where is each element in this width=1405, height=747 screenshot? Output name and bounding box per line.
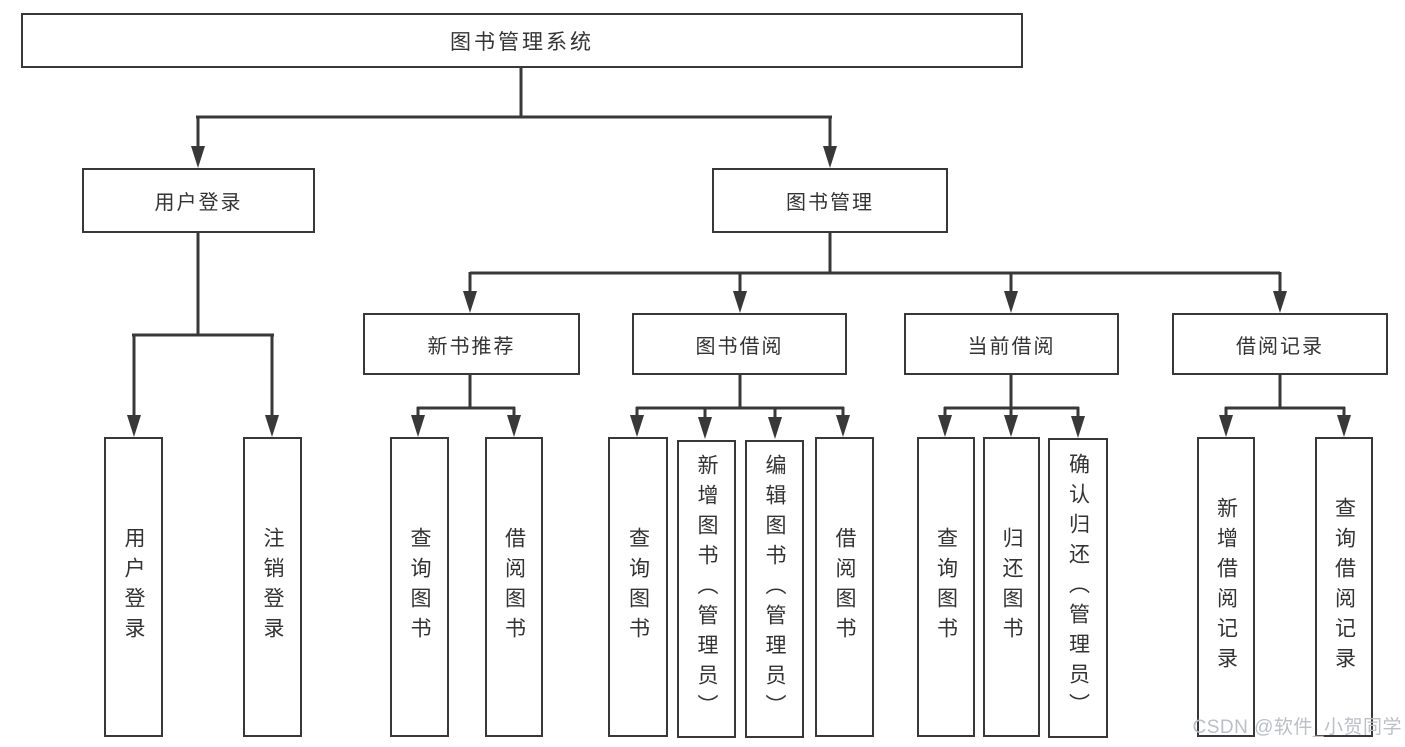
node-current-borrow: 当前借阅 bbox=[904, 313, 1119, 375]
node-label: 图书管理 bbox=[786, 192, 874, 214]
connector-root bbox=[191, 68, 837, 168]
leaf-add-books-admin: 新增图书（管理员） bbox=[677, 440, 736, 738]
node-book-manage: 图书管理 bbox=[712, 168, 948, 233]
leaf-label: 借阅图书 bbox=[833, 527, 856, 647]
node-user-login: 用户登录 bbox=[82, 168, 315, 233]
leaf-label: 注销登录 bbox=[261, 527, 284, 647]
node-label: 当前借阅 bbox=[967, 335, 1056, 358]
csdn-watermark: CSDN @软件_小贺同学 bbox=[1192, 717, 1402, 738]
connector-current bbox=[938, 375, 1085, 438]
leaf-query-books-recommend: 查询图书 bbox=[390, 437, 449, 737]
leaf-edit-books-admin: 编辑图书（管理员） bbox=[745, 440, 804, 738]
node-label: 新书推荐 bbox=[427, 335, 516, 358]
leaf-borrow-books-recommend: 借阅图书 bbox=[485, 437, 543, 737]
connector-borrow bbox=[630, 375, 850, 439]
leaf-user-login: 用户登录 bbox=[104, 437, 163, 737]
leaf-label: 编辑图书（管理员） bbox=[763, 454, 786, 724]
connector-login bbox=[127, 233, 279, 437]
connector-manage bbox=[463, 233, 1287, 313]
leaf-label: 查询图书 bbox=[408, 527, 431, 647]
leaf-label: 查询图书 bbox=[934, 527, 958, 647]
leaf-label: 确认归还（管理员） bbox=[1066, 453, 1090, 723]
node-root-system: 图书管理系统 bbox=[21, 13, 1023, 68]
leaf-label: 新增借阅记录 bbox=[1214, 497, 1238, 677]
node-root-label: 图书管理系统 bbox=[450, 30, 594, 54]
node-label: 借阅记录 bbox=[1236, 335, 1324, 358]
leaf-label: 归还图书 bbox=[1000, 527, 1023, 647]
leaf-query-books-current: 查询图书 bbox=[917, 437, 975, 737]
leaf-confirm-return-admin: 确认归还（管理员） bbox=[1048, 438, 1108, 738]
node-borrow-records: 借阅记录 bbox=[1172, 313, 1388, 375]
connector-recommend bbox=[411, 375, 521, 437]
node-label: 用户登录 bbox=[154, 192, 243, 214]
leaf-logout: 注销登录 bbox=[243, 437, 302, 737]
leaf-query-books-borrow: 查询图书 bbox=[608, 437, 668, 737]
node-label: 图书借阅 bbox=[695, 335, 784, 358]
leaf-add-borrow-record: 新增借阅记录 bbox=[1197, 437, 1255, 737]
leaf-label: 新增图书（管理员） bbox=[695, 454, 718, 724]
node-new-book-recommend: 新书推荐 bbox=[363, 313, 580, 375]
leaf-label: 借阅图书 bbox=[502, 527, 526, 647]
leaf-borrow-books: 借阅图书 bbox=[815, 437, 874, 737]
connector-records bbox=[1219, 375, 1351, 437]
leaf-label: 查询图书 bbox=[626, 527, 650, 647]
leaf-label: 查询借阅记录 bbox=[1332, 497, 1356, 677]
leaf-query-borrow-record: 查询借阅记录 bbox=[1315, 437, 1373, 737]
leaf-label: 用户登录 bbox=[122, 527, 145, 647]
leaf-return-books: 归还图书 bbox=[983, 437, 1040, 737]
node-book-borrow: 图书借阅 bbox=[632, 313, 847, 375]
